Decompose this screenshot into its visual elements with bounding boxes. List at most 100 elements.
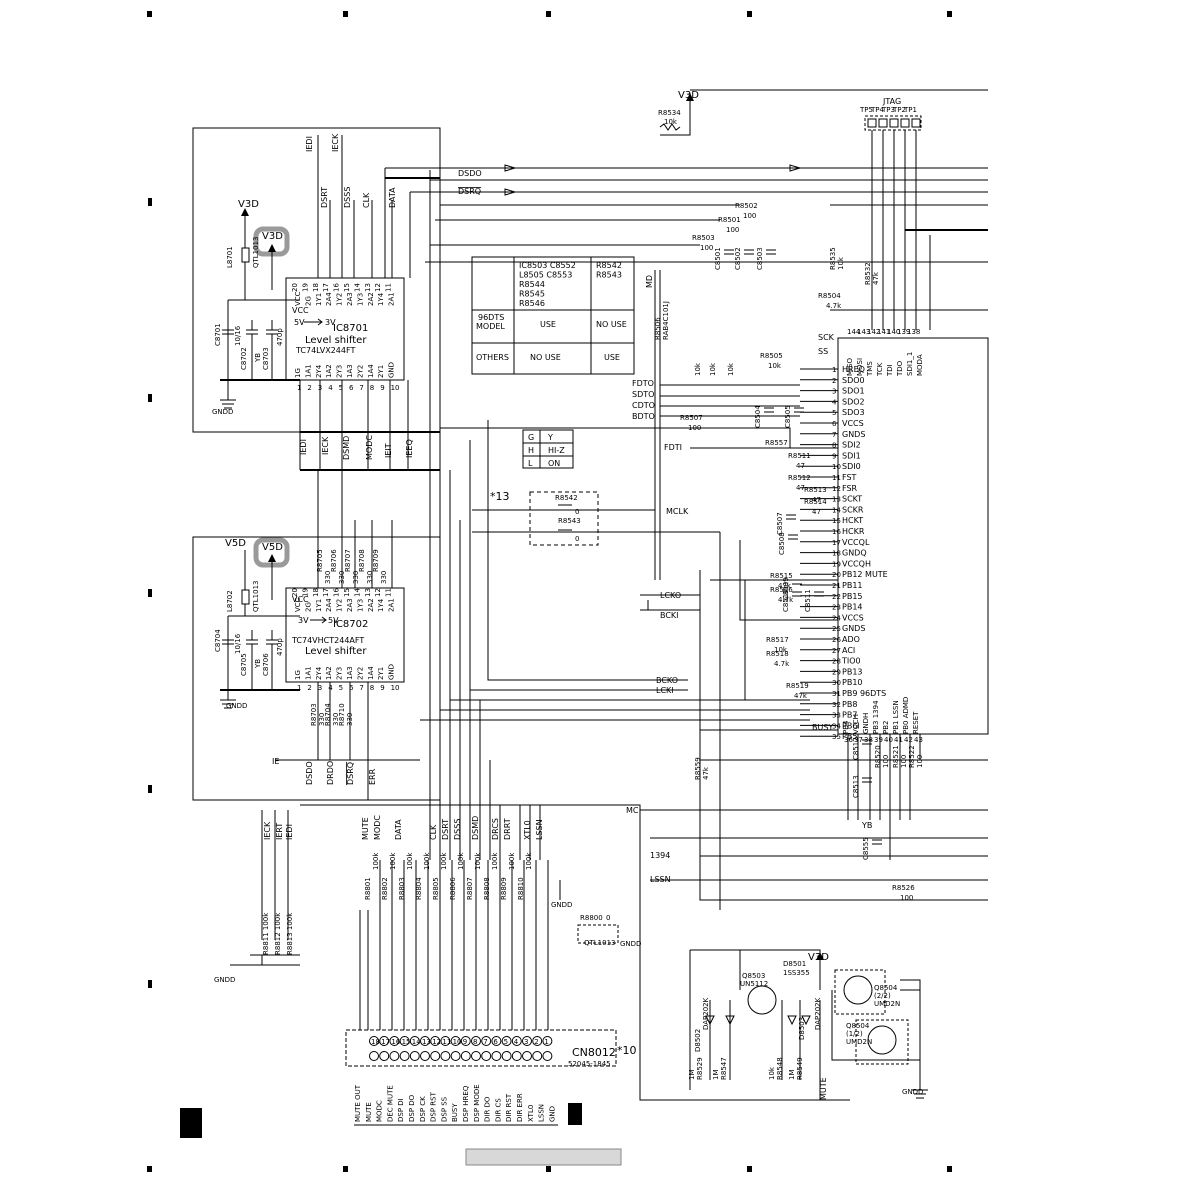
dsp-chip-body [837,337,989,735]
cap-symbol-0 [724,249,734,255]
connector-r-val-5: 100k [457,852,465,870]
transistor-r-val-1: 1M [712,1070,720,1081]
cn8012-pin-bot-5 [420,1051,430,1061]
ic8701-bottom-name-7: 1A4 [367,364,375,378]
ic8701-out-2: DSMD [342,436,351,460]
cn8012-pin-top-11 [481,1036,492,1046]
cap-symbol-6 [788,534,798,540]
cn8012-pin-name-7: DSP RST [430,1091,438,1122]
wire-mc [300,804,850,1101]
cap-ref-8: C8510 [782,589,790,612]
resistor-val-14: 47k [778,582,792,590]
dsp-jtag-name-8: SDI1_1 [906,352,914,376]
option-x13-box [529,491,599,546]
cap-ref-0: C8501 [714,247,722,270]
ic8702-arrow-icon [310,616,327,624]
ic8702-out-1: DRDO [326,761,335,785]
connector-r-val-9: 100k [525,852,533,870]
l8702-symbol [241,589,250,605]
dsp-pin-name-20: PB11 [842,581,863,590]
cn8012-pin-top-2 [389,1036,400,1046]
cn8012-mark: *10 [617,1044,637,1057]
q8504b-ref: Q8504 [846,1022,870,1030]
jtag-tp-label-0: TP5 [859,106,873,114]
resistor-ref-3: R8504 [818,292,841,300]
ic8701-top-name-0: VCC [294,291,302,306]
cn8012-pin-top-16 [532,1036,543,1046]
resistor-val-17: 4.7k [774,660,790,668]
resistor-val-4: 10k [768,362,782,370]
cn8012-pin-name-1: MUTE [365,1102,373,1122]
ic8701-arrow-icon [304,318,323,326]
dsp-pin-num-34: 35 [832,733,841,741]
ic8701-out-4: IEIT [384,443,393,458]
ic8702-res-top-val-2: 330 [352,571,360,584]
cn8012-pin-name-10: DSP HREQ [462,1085,470,1122]
resistor-ref-20: R8520 [874,745,882,768]
ic8701-top-pin-0: 20 [291,283,299,292]
ic8702-res-bot-val-0: 330 [318,713,326,726]
dsp-jtag-name-5: TCK [876,362,884,377]
dsp-top-pin-1: 143 [857,328,870,336]
connector-r-ref-3: R8804 [415,877,423,900]
cap-ref-12: C8555 [862,837,870,860]
c8705-value: YB [254,659,262,669]
resistor-val-2: 100 [700,244,713,252]
connector-wire-label-7: DSRT [441,819,450,840]
use-table-row1-label-0: 96DTS [478,313,504,322]
ic8702-top-name-5: 2A3 [346,598,354,612]
dsp-bottom-pin-4: 40 [884,736,893,744]
ic8701-bottom-name-2: 2Y4 [315,364,323,378]
wires-ic8702-top [317,470,393,588]
cn8012-pin-name-2: MODC [376,1100,384,1122]
cn8012-pin-bot-8 [450,1051,461,1061]
connector-wire-label-1: IERT [275,823,284,840]
ic8702-res-bot-ref-2: R8710 [338,703,346,726]
dsp-pin-name-5: VCCS [842,419,864,428]
resistor-val-16: 10k [774,646,788,654]
dsp-bottom-pin-5: 41 [894,736,903,744]
resistor-ref-15: R8516 [770,586,793,594]
ic8702-conv-left: 3V [298,616,309,625]
use-table-col2-ref-0: R8542 [596,261,622,270]
resistor-ref-4: R8505 [760,352,783,360]
resistor-val-6: 10k [837,256,845,270]
cn8012-pin-num-1: 17 [381,1038,390,1046]
cap-ref-2: C8503 [756,247,764,270]
connector-wire-label-12: XTL0 [523,820,532,840]
wires-ic8701-bottom [299,380,409,470]
wires-bottom-right [640,759,988,901]
dsp-pin-name-23: VCCS [842,613,864,622]
cn8012-pin-name-3: DEC MUTE [386,1085,394,1122]
cap-symbol-2 [766,249,776,255]
dsp-pin-num-22: 23 [832,604,841,612]
option-x13-val-1: 0 [575,535,579,543]
ic8701-in-1: IECK [331,133,340,152]
dsp-pin-num-23: 24 [832,614,841,622]
l8701-value: QTL1013 [252,237,260,269]
dsp-bottom-pin-2: 38 [864,736,873,744]
dsp-pin-name-33: PB6I [842,721,860,730]
connector-r-ref-0: R8801 [364,877,372,900]
resistor-ref-12: R8513 [804,486,827,494]
ic8701-in-5: DATA [388,187,397,208]
ic8702-bottom-name-4: 2Y3 [336,667,344,680]
ic8702-vcc-label: VCC [292,595,309,604]
resistor-ref-7: R8506 [654,317,662,340]
cn8012-pin-num-16: 2 [534,1038,538,1046]
option-x13-mark: *13 [490,490,510,503]
cap-ref-4: C8505 [784,405,792,428]
r8800-value: 0 [606,914,610,922]
r8534-symbol [659,123,681,131]
cap-ref-5: C8507 [776,512,784,535]
dsp-pin-num-16: 17 [832,539,841,547]
resistor-ref-16: R8517 [766,636,789,644]
ic8702: IC8702 TC74VHCT244AFT Level shifter 3V 5… [285,587,405,683]
c8703-ref: C8703 [262,347,270,370]
dsp-pin-num-19: 20 [832,571,841,579]
ic8702-top-pin-8: 12 [374,588,382,597]
ic8701-conv-right: 3V [325,318,336,327]
